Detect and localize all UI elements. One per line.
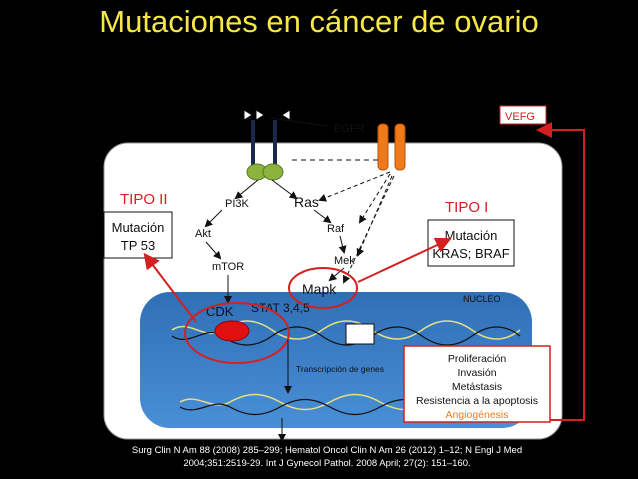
- tipo1-line2: KRAS; BRAF: [432, 246, 509, 261]
- egfr-pointer: [269, 117, 329, 127]
- transcription-label: Transcripción de genes: [296, 364, 384, 374]
- vefg-label: VEFG: [505, 111, 535, 123]
- egfr-label: EGFR: [334, 123, 365, 135]
- outcome-resistencia: Resistencia a la apoptosis: [416, 395, 538, 407]
- citation-line-2: 2004;351:2519-29. Int J Gynecol Pathol. …: [183, 458, 471, 469]
- cdk-oval: [214, 320, 250, 342]
- outcome-metastasis: Metástasis: [452, 381, 502, 393]
- outcome-invasion: Invasión: [457, 367, 496, 379]
- tipo2-box: [103, 211, 173, 259]
- pi3k-label: PI3K: [225, 198, 250, 210]
- tipo1-label: TIPO I: [445, 199, 488, 216]
- outcomes-box: [403, 345, 551, 423]
- dna-strand-4: [179, 398, 431, 416]
- raf-label: Raf: [327, 223, 345, 235]
- outcome-proliferacion: Proliferación: [448, 353, 507, 365]
- akt-label: Akt: [195, 228, 211, 240]
- stat-label: STAT 3,4,5: [251, 301, 310, 315]
- mek-label: Mek: [334, 255, 355, 267]
- citation-line-1: Surg Clin N Am 88 (2008) 285–299; Hemato…: [131, 445, 523, 456]
- mtor-label: mTOR: [212, 261, 244, 273]
- slide-title: Mutaciones en cáncer de ovario: [99, 4, 539, 39]
- vefg-box: [499, 105, 547, 125]
- citation: Surg Clin N Am 88 (2008) 285–299; Hemato…: [112, 444, 542, 470]
- ras-label: Ras: [294, 194, 319, 210]
- cdk-highlight-circle: [184, 302, 290, 364]
- mapk-label: Mapk: [302, 281, 337, 297]
- tipo2-label: TIPO II: [120, 191, 168, 208]
- tipo1-line1: Mutación: [445, 228, 498, 243]
- tipo1-arrow: [357, 237, 452, 283]
- tipo2-line2: TP 53: [121, 238, 155, 253]
- gene-box: [345, 323, 375, 345]
- vefg-feedback-arrow: [518, 122, 585, 421]
- cdk-label: CDK: [206, 304, 234, 319]
- orange-receptor: [377, 123, 406, 171]
- nucleus-label: NUCLEO: [463, 294, 501, 304]
- mapk-highlight-circle: [288, 267, 358, 309]
- tipo2-line1: Mutación: [112, 220, 165, 235]
- tipo2-arrow: [143, 252, 197, 323]
- egfr-receptor: [243, 109, 291, 181]
- outcome-angiogenesis: Angiogénesis: [445, 409, 508, 421]
